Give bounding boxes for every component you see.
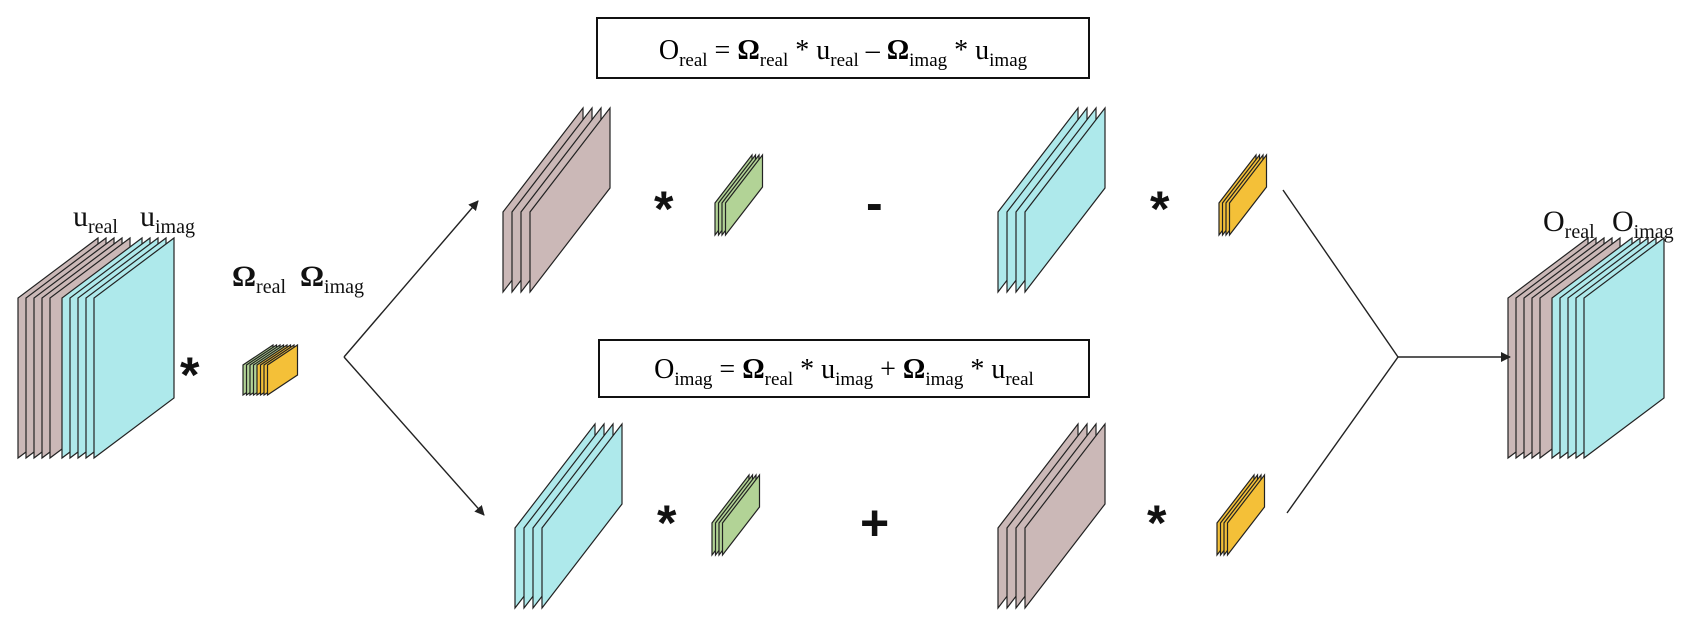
label-omega-real: Ωreal bbox=[232, 260, 286, 298]
bottom-real-feature-stack-layer bbox=[1024, 422, 1106, 610]
top-imag-feature-stack-layer bbox=[1024, 106, 1106, 294]
top-imag-kernel-stack-layer bbox=[1228, 153, 1268, 237]
merge-line-top bbox=[1282, 189, 1399, 358]
minus-operator: - bbox=[866, 175, 883, 231]
top-real-kernel-stack bbox=[714, 153, 764, 237]
conv-operator-bottom-left: * bbox=[657, 495, 677, 551]
input-imag-stack-layer bbox=[93, 236, 175, 460]
label-o-real: Oreal bbox=[1543, 205, 1595, 243]
input-imag-stack bbox=[61, 236, 175, 460]
label-u-imag: uimag bbox=[140, 200, 195, 238]
bottom-imag-feature-stack-layer bbox=[541, 422, 623, 610]
bottom-imag-kernel-stack-layer bbox=[1226, 473, 1266, 557]
conv-operator-input: * bbox=[180, 347, 200, 403]
equation-imag: Oimag = Ωreal * uimag + Ωimag * ureal bbox=[654, 354, 1034, 390]
bottom-imag-kernel-stack bbox=[1216, 473, 1266, 557]
stacks-layer bbox=[17, 106, 1665, 610]
output-imag-stack bbox=[1551, 236, 1665, 460]
equation-box-imag bbox=[598, 339, 1090, 398]
split-arrow-down bbox=[343, 356, 485, 516]
equation-real: Oreal = Ωreal * ureal – Ωimag * uimag bbox=[659, 35, 1028, 71]
equation-box-real bbox=[596, 17, 1090, 79]
top-real-kernel-stack-layer bbox=[724, 153, 764, 237]
conv-operator-top-left: * bbox=[654, 181, 674, 237]
conv-operator-top-right: * bbox=[1150, 181, 1170, 237]
bottom-imag-feature-stack bbox=[514, 422, 623, 610]
conv-operator-bottom-right: * bbox=[1147, 495, 1167, 551]
input-kernel-imag-stack bbox=[256, 343, 299, 397]
merge-line-bottom bbox=[1286, 356, 1399, 514]
top-real-feature-stack-layer bbox=[529, 106, 611, 294]
bottom-real-feature-stack bbox=[997, 422, 1106, 610]
output-imag-stack-layer bbox=[1583, 236, 1665, 460]
label-omega-imag: Ωimag bbox=[300, 260, 364, 298]
plus-operator: + bbox=[860, 495, 889, 551]
label-u-real: ureal bbox=[73, 200, 118, 238]
top-real-feature-stack bbox=[502, 106, 611, 294]
input-kernel-imag-stack-layer bbox=[266, 343, 299, 397]
bottom-real-kernel-stack bbox=[711, 473, 761, 557]
top-imag-feature-stack bbox=[997, 106, 1106, 294]
split-arrow-up bbox=[343, 200, 479, 358]
bottom-real-kernel-stack-layer bbox=[721, 473, 761, 557]
top-imag-kernel-stack bbox=[1218, 153, 1268, 237]
label-o-imag: Oimag bbox=[1612, 205, 1674, 243]
